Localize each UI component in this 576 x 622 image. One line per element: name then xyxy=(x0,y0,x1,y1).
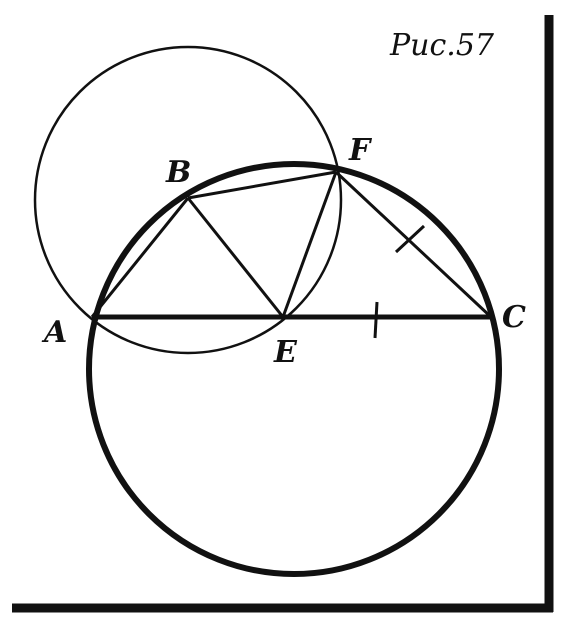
tick-mark-ec xyxy=(373,301,379,339)
small-circle-abfe xyxy=(33,45,343,355)
segment-be xyxy=(186,197,285,318)
large-circle-abfc xyxy=(86,161,502,577)
segment-ab xyxy=(90,197,190,318)
label-point-e: E xyxy=(273,335,298,370)
label-point-c: C xyxy=(502,300,526,335)
tick-mark-fc xyxy=(394,224,426,254)
figure-caption: Рис.57 xyxy=(389,28,495,63)
segment-bf xyxy=(187,170,337,200)
label-point-b: B xyxy=(165,155,191,190)
label-point-a: A xyxy=(41,315,67,350)
segment-ef xyxy=(281,171,338,318)
label-point-f: F xyxy=(348,133,373,168)
segment-fc xyxy=(334,170,493,319)
